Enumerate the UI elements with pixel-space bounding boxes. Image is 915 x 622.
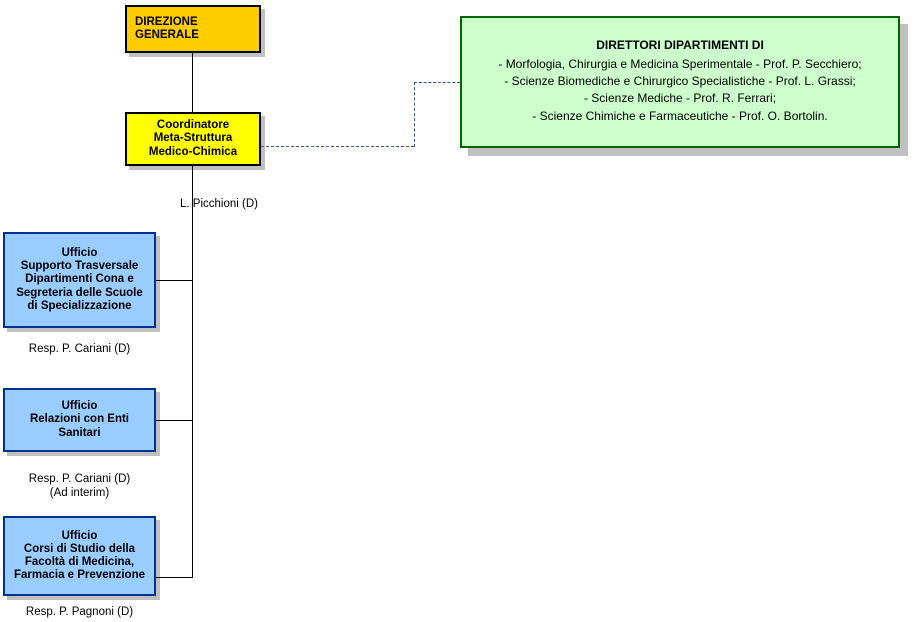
connector-direzione-to-coordinatore xyxy=(192,53,193,112)
node-direttori-dipartimenti[interactable]: DIRETTORI DIPARTIMENTI DI - Morfologia, … xyxy=(460,16,900,148)
ufficio-corsi-line3: Facoltà di Medicina, xyxy=(24,556,135,568)
ufficio-relazioni-line1: Ufficio xyxy=(61,400,98,413)
caption-resp-cariani-supporto: Resp. P. Cariani (D) xyxy=(28,343,131,355)
caption-picchioni: L. Picchioni (D) xyxy=(180,198,258,210)
connector-coordinatore-trunk xyxy=(192,166,193,578)
ufficio-supporto-line5: di Specializzazione xyxy=(27,299,132,312)
ufficio-supporto-line3: Dipartimenti Cona e xyxy=(25,273,134,286)
ufficio-supporto-line1: Ufficio xyxy=(61,246,98,259)
connector-to-ufficio-relazioni xyxy=(156,420,193,421)
ufficio-supporto-line4: Segreteria delle Scuole xyxy=(16,286,143,299)
node-direzione-generale[interactable]: DIREZIONE GENERALE xyxy=(125,5,261,53)
direttori-item-1: - Scienze Biomediche e Chirurgico Specia… xyxy=(504,74,856,88)
dashed-connector-segment-1 xyxy=(261,146,414,147)
caption-resp-cariani-relazioni-line1: Resp. P. Cariani (D) xyxy=(28,473,131,485)
ufficio-corsi-line1: Ufficio xyxy=(61,529,98,542)
node-coordinatore-meta-struttura[interactable]: Coordinatore Meta-Struttura Medico-Chimi… xyxy=(125,112,261,166)
ufficio-relazioni-line2: Relazioni con Enti xyxy=(29,413,130,426)
ufficio-supporto-line2: Supporto Trasversale xyxy=(20,260,139,273)
ufficio-corsi-line2: Corsi di Studio della xyxy=(23,542,136,555)
dashed-connector-segment-3 xyxy=(414,82,460,83)
direzione-generale-line2: GENERALE xyxy=(135,29,199,41)
coordinatore-line1: Coordinatore xyxy=(156,119,230,132)
caption-resp-cariani-relazioni-line2: (Ad interim) xyxy=(49,487,110,500)
direttori-item-2: - Scienze Mediche - Prof. R. Ferrari; xyxy=(583,91,777,106)
direttori-item-3: - Scienze Chimiche e Farmaceutiche - Pro… xyxy=(532,108,828,123)
direzione-generale-line1: DIREZIONE xyxy=(135,15,198,28)
node-ufficio-supporto-trasversale[interactable]: Ufficio Supporto Trasversale Dipartiment… xyxy=(3,232,156,328)
ufficio-corsi-line4: Farmacia e Prevenzione xyxy=(13,569,146,582)
dashed-connector-segment-2 xyxy=(414,82,415,147)
direttori-item-0: - Morfologia, Chirurgia e Medicina Speri… xyxy=(498,56,862,71)
connector-to-ufficio-supporto xyxy=(156,280,193,281)
caption-resp-cariani-relazioni: Resp. P. Cariani (D) (Ad interim) xyxy=(3,472,156,501)
ufficio-relazioni-line3: Sanitari xyxy=(58,426,101,439)
node-ufficio-corsi-di-studio[interactable]: Ufficio Corsi di Studio della Facoltà di… xyxy=(3,516,156,596)
coordinatore-line3: Medico-Chimica xyxy=(148,145,238,158)
direttori-title: DIRETTORI DIPARTIMENTI DI xyxy=(596,37,764,52)
connector-to-ufficio-corsi xyxy=(156,577,193,578)
node-ufficio-relazioni-enti-sanitari[interactable]: Ufficio Relazioni con Enti Sanitari xyxy=(3,388,156,452)
coordinatore-line2: Meta-Struttura xyxy=(153,132,233,145)
caption-resp-pagnoni: Resp. P. Pagnoni (D) xyxy=(25,606,134,618)
